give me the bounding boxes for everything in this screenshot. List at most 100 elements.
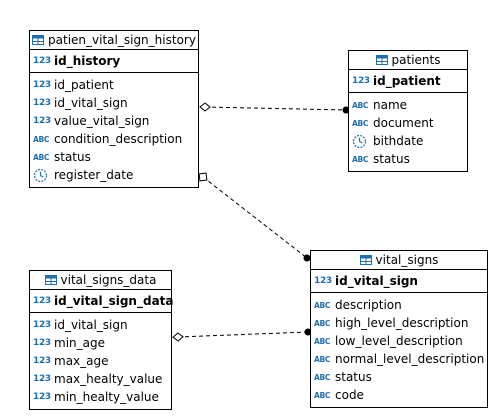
table-icon — [375, 55, 388, 65]
column-name: description — [335, 298, 402, 312]
text-type-icon: ABC — [33, 152, 50, 162]
column-name: max_age — [54, 354, 109, 368]
dot-marker — [303, 254, 311, 262]
primary-key-name: id_patient — [373, 74, 441, 88]
numeric-type-icon: 123 — [33, 338, 51, 348]
text-type-icon: ABC — [314, 300, 331, 310]
column-name: id_vital_sign — [54, 96, 128, 110]
column-row[interactable]: ABC status — [311, 368, 487, 386]
column-row[interactable]: ABC normal_level_description — [311, 350, 487, 368]
text-type-icon: ABC — [314, 354, 331, 364]
primary-key-name: id_vital_sign — [335, 274, 418, 288]
diamond-marker — [172, 332, 184, 342]
text-type-icon: ABC — [33, 134, 50, 144]
date-type-icon — [352, 134, 371, 149]
dot-marker — [342, 106, 350, 114]
table-icon — [44, 275, 57, 285]
table-name: patien_vital_sign_history — [48, 33, 196, 47]
column-name: normal_level_description — [335, 352, 485, 366]
relation-history-vital-signs[interactable] — [198, 172, 311, 262]
table-icon — [359, 255, 372, 265]
column-row[interactable]: ABC code — [311, 386, 487, 404]
numeric-type-icon: 123 — [33, 56, 51, 66]
numeric-type-icon: 123 — [33, 374, 51, 384]
date-type-icon — [33, 168, 52, 183]
numeric-type-icon: 123 — [33, 356, 51, 366]
text-type-icon: ABC — [314, 372, 331, 382]
relation-history-patients[interactable] — [199, 102, 350, 114]
table-icon — [32, 35, 45, 45]
column-name: max_healty_value — [54, 372, 163, 386]
column-name: register_date — [54, 168, 134, 182]
column-row[interactable]: ABC low_level_description — [311, 332, 487, 350]
column-row[interactable]: register_date — [30, 166, 198, 184]
relation-data-vital-signs[interactable] — [172, 328, 312, 342]
table-header: patients — [349, 51, 467, 70]
column-name: min_age — [54, 336, 105, 350]
text-type-icon: ABC — [314, 318, 331, 328]
column-name: min_healty_value — [54, 390, 159, 404]
numeric-type-icon: 123 — [33, 116, 51, 126]
column-row[interactable]: ABC description — [311, 296, 487, 314]
column-name: status — [54, 150, 91, 164]
column-name: high_level_description — [335, 316, 469, 330]
square-marker — [198, 172, 208, 182]
column-row[interactable]: ABC status — [349, 150, 467, 168]
numeric-type-icon: 123 — [33, 392, 51, 402]
column-name: value_vital_sign — [54, 114, 150, 128]
column-row[interactable]: bithdate — [349, 132, 467, 150]
numeric-type-icon: 123 — [352, 76, 370, 86]
numeric-type-icon: 123 — [33, 320, 51, 330]
text-type-icon: ABC — [352, 100, 369, 110]
table-header: vital_signs_data — [30, 271, 171, 290]
numeric-type-icon: 123 — [33, 80, 51, 90]
column-name: low_level_description — [335, 334, 463, 348]
column-name: bithdate — [373, 134, 424, 148]
text-type-icon: ABC — [314, 390, 331, 400]
primary-key-name: id_history — [54, 54, 121, 68]
table-name: patients — [391, 53, 441, 67]
column-name: code — [335, 388, 364, 402]
table-name: vital_signs — [375, 253, 439, 267]
primary-key-name: id_vital_sign_data — [54, 294, 174, 308]
column-name: status — [335, 370, 372, 384]
column-row[interactable]: ABC condition_description — [30, 130, 198, 148]
column-row[interactable]: ABC name — [349, 96, 467, 114]
column-name: status — [373, 152, 410, 166]
column-row[interactable]: ABC status — [30, 148, 198, 166]
column-name: name — [373, 98, 408, 112]
table-header: vital_signs — [311, 251, 487, 270]
text-type-icon: ABC — [314, 336, 331, 346]
numeric-type-icon: 123 — [33, 296, 51, 306]
table-name: vital_signs_data — [60, 273, 157, 287]
text-type-icon: ABC — [352, 154, 369, 164]
diamond-marker — [199, 102, 211, 112]
column-name: id_vital_sign — [54, 318, 128, 332]
column-name: document — [373, 116, 434, 130]
column-name: id_patient — [54, 78, 114, 92]
column-name: condition_description — [54, 132, 183, 146]
dot-marker — [304, 328, 312, 336]
column-row[interactable]: ABC high_level_description — [311, 314, 487, 332]
